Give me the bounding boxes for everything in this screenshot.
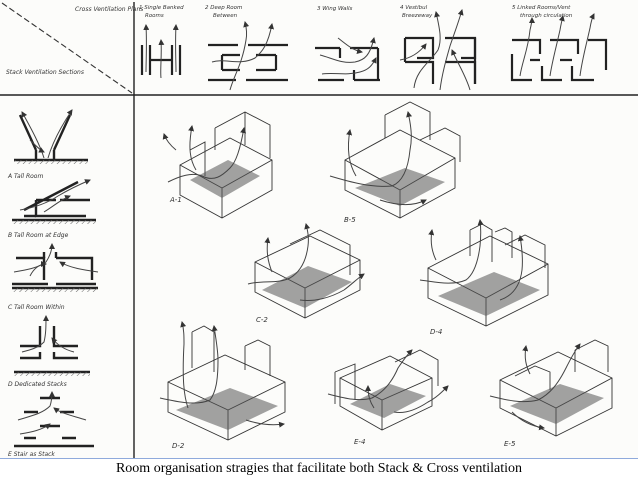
drawing-label: E-5 [504, 440, 516, 448]
section-label: D Dedicated Stacks [8, 381, 67, 388]
section-label: E Stair as Stack [8, 451, 55, 458]
isometric-e4: E-4 [327, 349, 449, 446]
section-a-tall-room: A Tall Room [7, 109, 88, 180]
drawing-label: B-5 [344, 216, 356, 224]
plan-label: through circulation [520, 13, 573, 19]
plan-4-vestibule-breezeway: 4 Vestibul Breezeway [399, 5, 477, 91]
plan-2-deep-room: 2 Deep Room Between [205, 5, 288, 91]
plan-label: Breezeway [402, 13, 433, 19]
isometric-a1: A-1 [162, 111, 273, 219]
section-c-tall-room-within: C Tall Room Within [8, 243, 99, 311]
section-label: C Tall Room Within [8, 304, 65, 311]
section-label: A Tall Room [7, 173, 43, 180]
isometric-d4: D-4 [419, 219, 549, 336]
plan-label: 3 Wing Walls [317, 6, 353, 12]
isometric-e5: E-5 [489, 339, 613, 448]
drawing-label: D-2 [172, 442, 185, 450]
plan-1-single-banked: 1 Single Banked Rooms [139, 5, 184, 79]
plan-label: 2 Deep Room [205, 5, 242, 11]
plan-label: 4 Vestibul [400, 5, 428, 11]
section-label: B Tall Room at Edge [8, 232, 69, 239]
plan-label: 1 Single Banked [139, 5, 184, 11]
drawing-label: E-4 [354, 438, 365, 446]
ventilation-diagram: Cross Ventilation Plans Stack Ventilatio… [0, 2, 638, 458]
plan-label: Rooms [145, 13, 164, 19]
cross-ventilation-title: Cross Ventilation Plans [75, 6, 143, 13]
diagram-sheet: Cross Ventilation Plans Stack Ventilatio… [0, 0, 638, 458]
drawing-label: A-1 [169, 196, 182, 204]
isometric-c2: C-2 [247, 223, 365, 324]
caption-bar: Room organisation stragies that facilita… [0, 458, 638, 479]
drawing-label: C-2 [256, 316, 268, 324]
stack-ventilation-title: Stack Ventilation Sections [6, 69, 84, 76]
grid-lines [0, 2, 638, 458]
figure-caption: Room organisation stragies that facilita… [115, 461, 523, 476]
plan-label: 5 Linked Rooms/Vent [512, 5, 571, 11]
section-b-tall-room-edge: B Tall Room at Edge [8, 179, 96, 239]
corner-diagonal [1, 2, 133, 94]
isometric-d2: D-2 [159, 321, 286, 450]
section-d-dedicated-stacks: D Dedicated Stacks [8, 315, 90, 388]
plan-3-wing-walls: 3 Wing Walls [315, 6, 380, 82]
isometric-b5: B-5 [329, 101, 461, 224]
section-e-stair-stack: E Stair as Stack [8, 391, 94, 458]
plan-5-linked-rooms: 5 Linked Rooms/Vent through circulation [510, 5, 608, 82]
drawing-label: D-4 [430, 328, 442, 336]
plan-label: Between [213, 13, 238, 19]
